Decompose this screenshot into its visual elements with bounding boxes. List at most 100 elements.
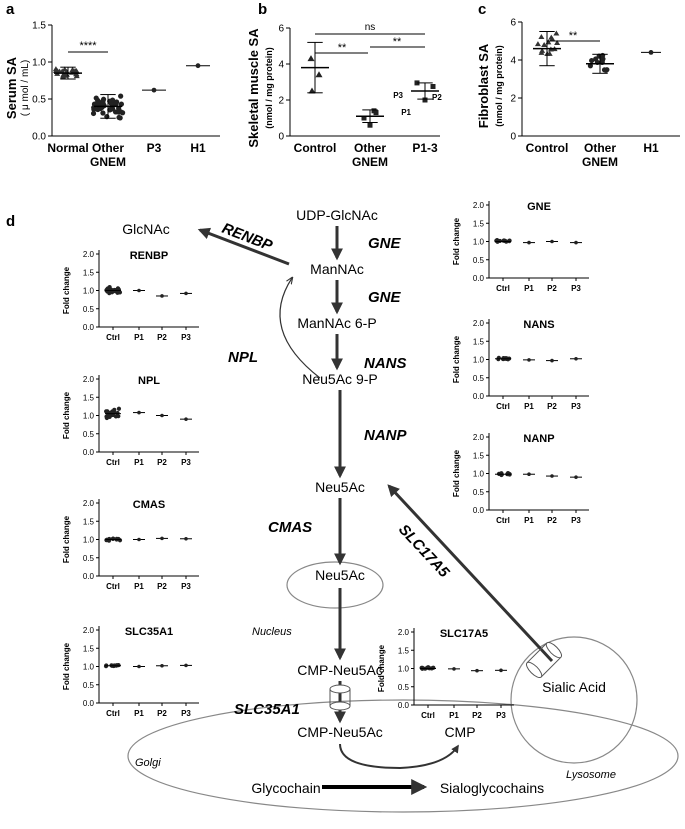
data-point [60, 73, 67, 79]
data-point [116, 286, 121, 292]
panel-b-yunit: (nmol / mg protein) [264, 47, 274, 129]
data-point [95, 106, 101, 113]
data-point [550, 474, 554, 478]
ytick-label: 0 [278, 132, 284, 143]
mini-ytick-label: 0.5 [83, 554, 95, 563]
mini-xtick-label: P2 [547, 402, 557, 411]
data-point [603, 67, 609, 73]
ytick-label: 0 [510, 132, 516, 143]
ytick-label: 0.0 [32, 132, 46, 143]
mini-xtick-label: P1 [134, 709, 144, 718]
mini-ytick-label: 2.0 [398, 628, 410, 637]
data-point [553, 30, 560, 36]
arrow-npl-reverse [279, 278, 321, 379]
data-point [550, 239, 554, 244]
gene-nans: NANS [364, 355, 407, 372]
neu5ac-nucleus: Neu5Ac [315, 567, 365, 583]
mini-ylabel: Fold change [452, 217, 461, 265]
panel-c-yunit: (nmol / mg protein) [494, 45, 504, 127]
mini-ylabel: Fold change [452, 335, 461, 383]
gene-slc35a1: SLC35A1 [234, 701, 300, 718]
mini-ytick-label: 1.0 [83, 536, 95, 545]
mini-ytick-label: 0.0 [473, 392, 485, 401]
mannac: ManNAc [310, 261, 364, 277]
cmp-neu5ac-cytosol: CMP-Neu5Ac [297, 662, 383, 678]
data-point [113, 101, 119, 107]
mini-ytick-label: 1.5 [473, 451, 485, 460]
panel-c-xlabel-gnem: GNEM [582, 155, 618, 169]
panel-a-yticks: 0.00.51.01.5 [32, 21, 52, 143]
data-point [600, 52, 606, 59]
mini-ylabel: Fold change [62, 391, 71, 439]
panel-a-yunit: ( μ mol / mL) [20, 60, 31, 116]
neu5ac-cytosol: Neu5Ac [315, 479, 365, 495]
mini-title: SLC35A1 [125, 626, 173, 638]
mini-xtick-label: P2 [472, 711, 482, 720]
data-point [184, 536, 188, 541]
data-point [574, 240, 578, 245]
data-point [648, 50, 654, 55]
data-point [72, 68, 79, 74]
data-point [137, 537, 141, 542]
panel-b-xlabel-p13: P1-3 [412, 141, 438, 155]
ytick-label: 2 [510, 94, 516, 105]
mini-xtick-label: P2 [547, 516, 557, 525]
data-point [538, 33, 545, 39]
data-point [538, 49, 545, 55]
mini-xtick-label: P1 [524, 402, 534, 411]
arrow-sialic-export [387, 484, 554, 663]
data-point [589, 57, 595, 64]
mini-ytick-label: 2.0 [83, 499, 95, 508]
mini-ytick-label: 1.5 [83, 393, 95, 402]
mini-xtick-label: P3 [571, 284, 581, 293]
data-point [452, 667, 456, 671]
mini-ytick-label: 1.0 [83, 412, 95, 421]
panel-c: c Fibroblast SA (nmol / mg protein) 0246… [476, 1, 680, 169]
data-point [195, 63, 201, 69]
gene-slc17a5: SLC17A5 [395, 521, 453, 581]
mini-ylabel: Fold change [452, 449, 461, 497]
mini-ytick-label: 1.5 [473, 337, 485, 346]
data-point [475, 668, 479, 673]
data-point [184, 663, 188, 668]
mini-xtick-label: P2 [157, 709, 167, 718]
mini-xtick-label: P1 [134, 582, 144, 591]
data-point [503, 356, 508, 361]
panel-b-ylabel: Skeletal muscle SA [246, 28, 261, 148]
panel-letter-c: c [478, 1, 486, 18]
data-point [117, 538, 123, 543]
cmp-neu5ac-golgi: CMP-Neu5Ac [297, 724, 383, 740]
mini-title: CMAS [133, 499, 165, 511]
mini-xtick-label: Ctrl [106, 458, 120, 467]
panel-b-pt-p2: P2 [432, 93, 442, 102]
data-point [184, 417, 188, 421]
panel-c-xlabel-other: Other [584, 141, 616, 155]
data-point [554, 39, 561, 45]
gene-cmas: CMAS [268, 519, 312, 536]
data-point [549, 36, 556, 42]
data-point [373, 110, 379, 116]
mini-ytick-label: 1.0 [83, 287, 95, 296]
panel-b-sig2: ** [393, 36, 402, 48]
data-point [541, 42, 548, 48]
data-point [534, 41, 541, 47]
mini-xtick-label: Ctrl [421, 711, 435, 720]
mini-title: SLC17A5 [440, 628, 488, 640]
mini-xtick-label: Ctrl [106, 709, 120, 718]
mini-xtick-label: P1 [524, 516, 534, 525]
mini-xtick-label: Ctrl [496, 516, 510, 525]
mini-ytick-label: 0.0 [473, 274, 485, 283]
mini-title: NPL [138, 375, 160, 387]
data-point [430, 84, 436, 89]
gene-npl: NPL [228, 349, 258, 366]
data-point [115, 410, 120, 416]
mini-xtick-label: Ctrl [496, 402, 510, 411]
mini-xtick-label: P3 [181, 333, 191, 342]
